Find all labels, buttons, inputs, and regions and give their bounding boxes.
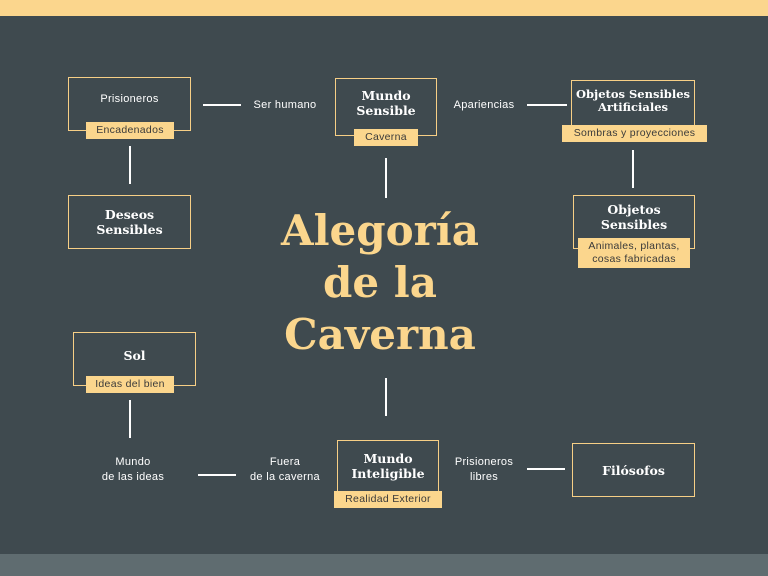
connector-prisioneros-deseos [129, 146, 131, 184]
connector-title-mundo-inteligible [385, 378, 387, 416]
node-prisioneros-label: Prisioneros [100, 93, 159, 105]
connector-prisioneros-ser-humano [203, 104, 241, 106]
node-deseos-sensibles: Deseos Sensibles [68, 195, 191, 249]
tag-animales-line1: Animales, plantas, [588, 240, 680, 252]
connector-libres-filosofos [527, 468, 565, 470]
node-filosofos: Filósofos [572, 443, 695, 497]
connector-apariencias-objetos [527, 104, 567, 106]
connector-mundo-sensible-title [385, 158, 387, 198]
tag-animales-plantas: Animales, plantas, cosas fabricadas [578, 238, 690, 268]
tag-animales-line2: cosas fabricadas [592, 253, 676, 265]
node-sol-label: Sol [123, 347, 146, 363]
title-line1: Alegoría [281, 206, 479, 255]
tag-sombras: Sombras y proyecciones [562, 125, 707, 142]
label-fuera-de-la-caverna: Fuera de la caverna [240, 455, 330, 485]
label-libres-line1: Prisioneros [454, 456, 514, 468]
tag-encadenados: Encadenados [86, 122, 174, 139]
label-prisioneros-libres: Prisioneros libres [446, 455, 522, 485]
node-mundo-sensible-line2: Sensible [356, 103, 416, 118]
label-apariencias: Apariencias [453, 99, 515, 111]
tag-caverna: Caverna [354, 129, 418, 146]
node-objetos-artificiales-line2: Artificiales [597, 100, 668, 114]
tag-ideas-del-bien: Ideas del bien [86, 376, 174, 393]
diagram-title: Alegoría de la Caverna [240, 205, 520, 361]
title-line2: de la [323, 258, 437, 307]
label-mundo-ideas-line2: de las ideas [101, 471, 165, 483]
node-objetos-line1: Objetos [607, 202, 661, 217]
label-ser-humano: Ser humano [253, 99, 317, 111]
node-mundo-inteligible: Mundo Inteligible [337, 440, 439, 498]
node-deseos-line1: Deseos [104, 207, 155, 222]
label-mundo-ideas-line1: Mundo [115, 456, 151, 468]
tag-realidad-exterior: Realidad Exterior [334, 491, 442, 508]
node-objetos-artificiales-line1: Objetos Sensibles [575, 87, 691, 101]
label-fuera-line2: de la caverna [250, 471, 320, 483]
node-mundo-sensible-line1: Mundo [361, 88, 411, 103]
node-mundo-inteligible-line2: Inteligible [351, 466, 425, 481]
node-mundo-inteligible-line1: Mundo [363, 451, 413, 466]
node-filosofos-label: Filósofos [602, 462, 665, 478]
label-fuera-line1: Fuera [269, 456, 301, 468]
label-libres-line2: libres [469, 471, 499, 483]
label-mundo-de-las-ideas: Mundo de las ideas [88, 455, 178, 485]
bottom-footer-bar [0, 554, 768, 576]
title-line3: Caverna [284, 310, 476, 359]
node-mundo-sensible: Mundo Sensible [335, 78, 437, 136]
connector-sol-mundo-ideas [129, 400, 131, 438]
node-deseos-line2: Sensibles [96, 222, 163, 237]
connector-ideas-fuera [198, 474, 236, 476]
node-objetos-line2: Sensibles [600, 217, 668, 232]
top-accent-bar [0, 0, 768, 16]
connector-artificiales-objetos [632, 150, 634, 188]
